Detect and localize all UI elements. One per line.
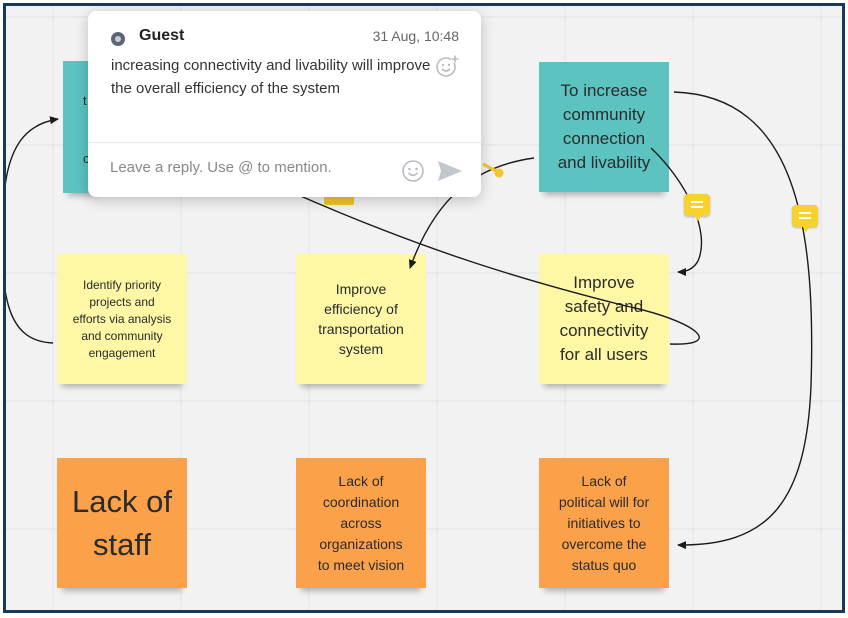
note-line: engagement bbox=[88, 345, 156, 360]
comment-timestamp: 31 Aug, 10:48 bbox=[372, 28, 459, 44]
note-line: connection bbox=[562, 129, 646, 148]
send-icon[interactable] bbox=[437, 160, 463, 182]
note-line: coordination bbox=[322, 493, 400, 510]
note-line: system bbox=[338, 341, 384, 357]
sticky-note-lack-of-political-will[interactable]: Lack of political will for initiatives t… bbox=[539, 458, 669, 588]
sticky-note-identify-priority-projects[interactable]: Identify priority projects and efforts v… bbox=[57, 254, 187, 384]
note-text: c bbox=[83, 151, 90, 166]
sticky-note-lack-of-staff[interactable]: Lack of staff bbox=[57, 458, 187, 588]
note-line: staff bbox=[92, 527, 151, 562]
note-line: efforts via analysis bbox=[72, 311, 172, 326]
note-line: for all users bbox=[560, 345, 648, 364]
note-line: Improve bbox=[573, 273, 635, 292]
note-line: Lack of bbox=[72, 484, 172, 519]
note-line: To increase bbox=[560, 81, 648, 100]
note-line: Improve bbox=[335, 281, 387, 297]
note-line: political will for bbox=[558, 493, 650, 510]
note-line: connectivity bbox=[559, 321, 649, 340]
note-line: projects and bbox=[89, 294, 155, 309]
note-line: initiatives to bbox=[567, 514, 641, 531]
note-line: Lack of bbox=[338, 472, 384, 489]
reply-input[interactable] bbox=[110, 159, 372, 176]
note-line: Identify priority bbox=[82, 277, 162, 292]
note-line: to meet vision bbox=[317, 556, 405, 573]
emoji-icon[interactable] bbox=[401, 159, 425, 183]
comment-icon[interactable] bbox=[792, 205, 818, 232]
board-canvas[interactable]: t c To increase community connection and… bbox=[3, 3, 845, 613]
note-text: t bbox=[83, 93, 87, 108]
sticky-note-improve-safety[interactable]: Improve safety and connectivity for all … bbox=[539, 254, 669, 384]
add-reaction-icon[interactable] bbox=[435, 54, 459, 78]
sticky-note-increase-community-connection[interactable]: To increase community connection and liv… bbox=[539, 62, 669, 192]
note-line: organizations bbox=[319, 535, 403, 552]
note-line: Lack of bbox=[581, 472, 627, 489]
sticky-note-improve-efficiency[interactable]: Improve efficiency of transportation sys… bbox=[296, 254, 426, 384]
note-line: and community bbox=[81, 328, 163, 343]
note-line: and livability bbox=[557, 153, 651, 172]
note-line: across bbox=[340, 514, 382, 531]
note-line: overcome the bbox=[561, 535, 647, 552]
divider bbox=[88, 142, 481, 143]
comment-icon[interactable] bbox=[684, 194, 710, 221]
note-line: transportation bbox=[318, 321, 404, 337]
comment-text: increasing connectivity and livability w… bbox=[111, 57, 431, 97]
note-line: status quo bbox=[571, 556, 637, 573]
avatar-icon bbox=[111, 32, 125, 46]
note-line: efficiency of bbox=[324, 301, 398, 317]
comment-author: Guest bbox=[139, 27, 185, 44]
sticky-note-lack-of-coordination[interactable]: Lack of coordination across organization… bbox=[296, 458, 426, 588]
note-line: community bbox=[562, 105, 646, 124]
note-line: safety and bbox=[564, 297, 644, 316]
comment-popup[interactable]: Guest 31 Aug, 10:48 increasing connectiv… bbox=[88, 11, 481, 197]
